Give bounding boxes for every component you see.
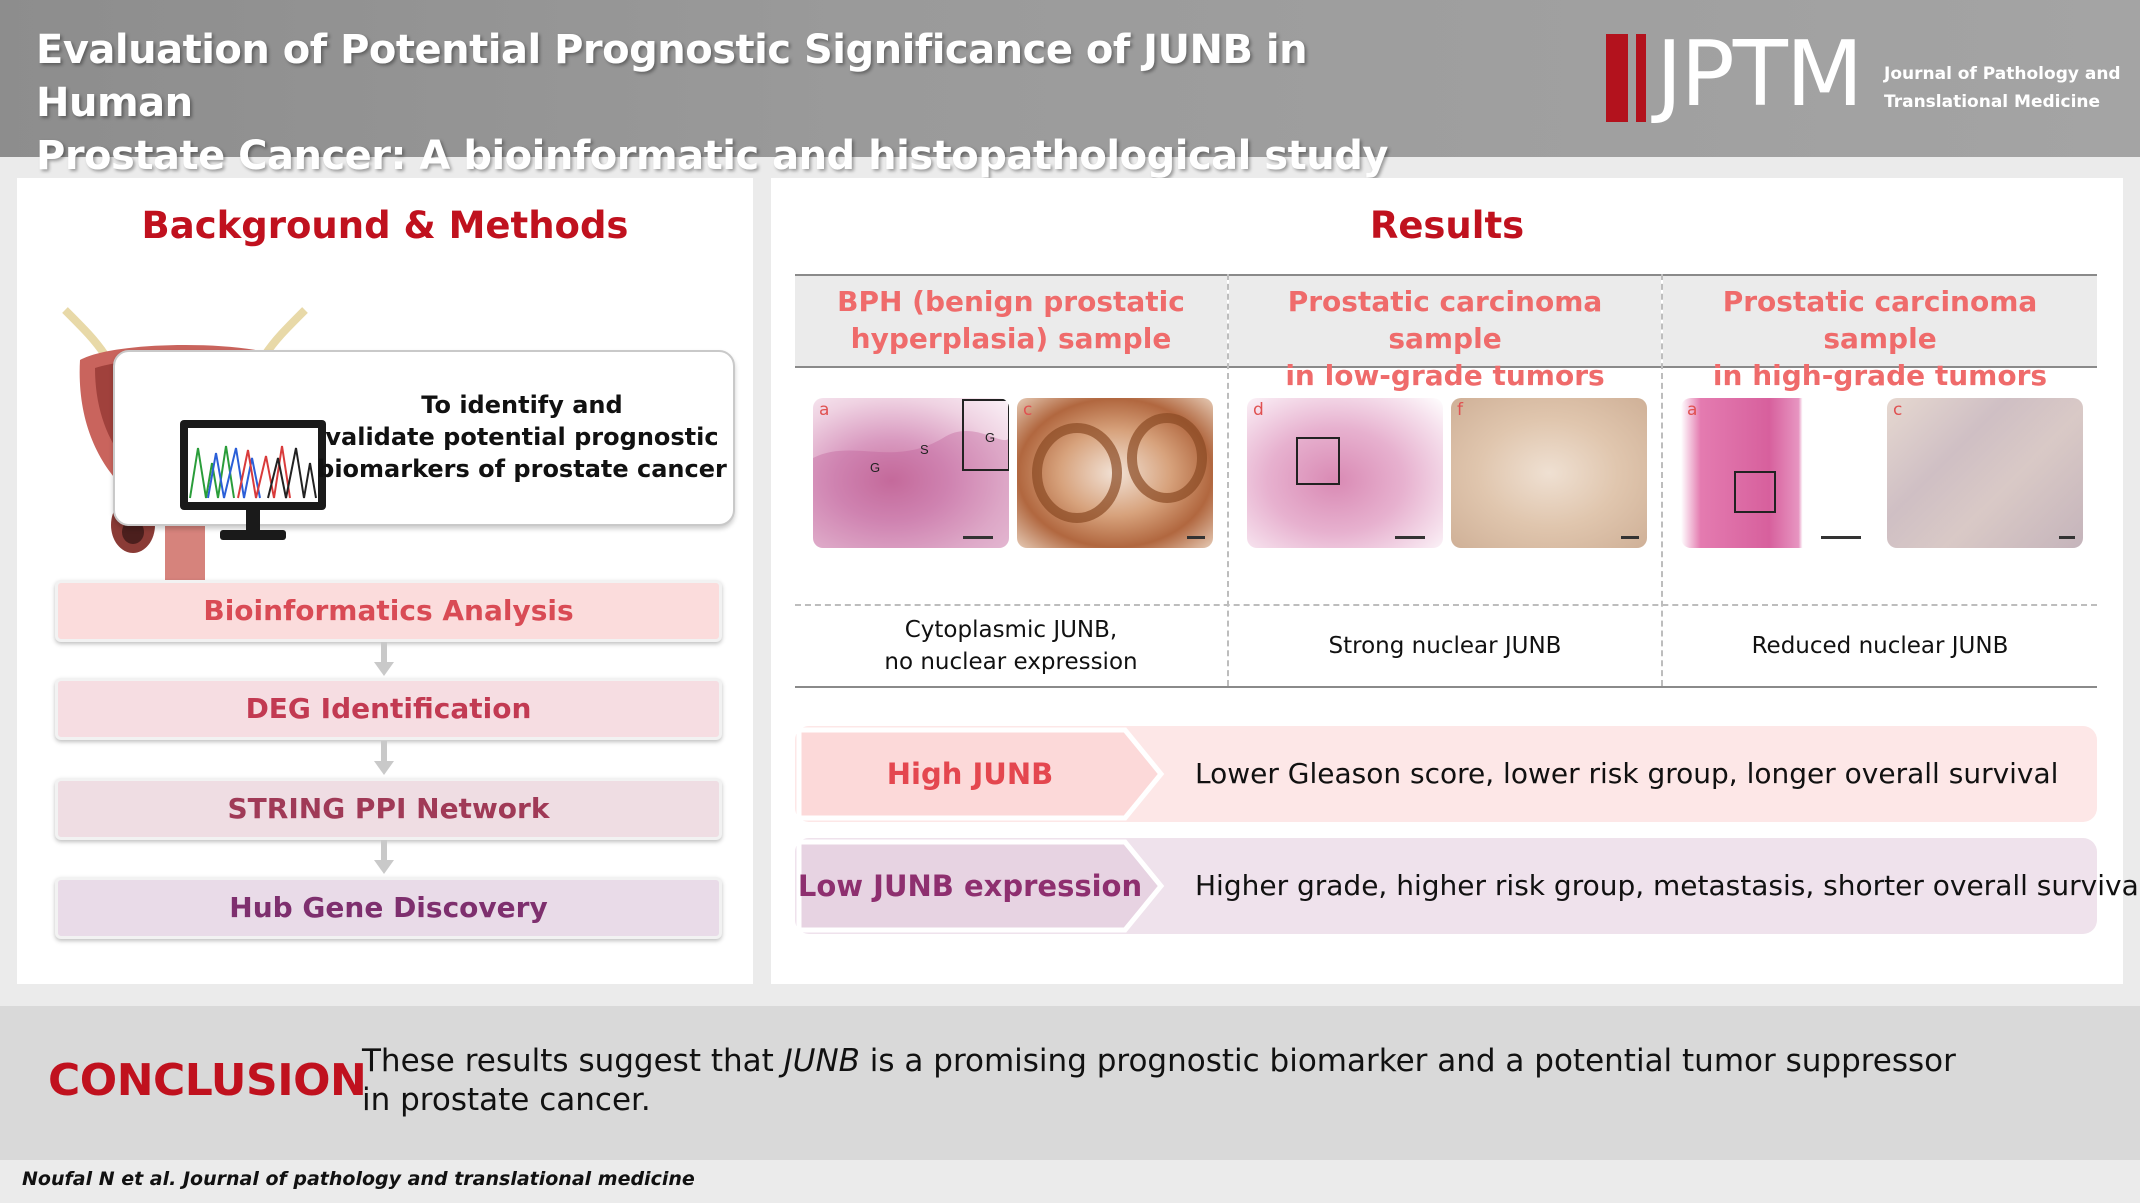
monitor-chromatogram-icon xyxy=(180,420,326,540)
conclusion-text-before: These results suggest that xyxy=(362,1043,784,1079)
micrograph-high-grade-high-mag: c xyxy=(1887,398,2083,548)
column-header-low-grade: Prostatic carcinoma sample in low-grade … xyxy=(1229,274,1661,392)
step-hub-gene-discovery: Hub Gene Discovery xyxy=(55,877,722,939)
title-line-2: Prostate Cancer: A bioinformatic and his… xyxy=(36,133,1388,179)
column-header-line: in high-grade tumors xyxy=(1712,359,2048,392)
micrograph-bph-glands-icon xyxy=(1032,413,1207,523)
conclusion-label: CONCLUSION xyxy=(48,1055,367,1106)
step-bioinformatics-analysis: Bioinformatics Analysis xyxy=(55,580,722,642)
conclusion-text: These results suggest that JUNB is a pro… xyxy=(362,1042,1982,1120)
down-arrow-icon xyxy=(374,840,394,874)
title-line-1: Evaluation of Potential Prognostic Signi… xyxy=(36,27,1308,126)
scale-bar xyxy=(2059,536,2075,539)
conclusion-text-after: is a promising prognostic biomarker and … xyxy=(859,1043,1956,1079)
scale-bar xyxy=(963,536,993,539)
logo-bar-thin xyxy=(1636,34,1646,122)
caption-row: Cytoplasmic JUNB, no nuclear expression … xyxy=(795,604,2097,688)
logo-wordmark: JPTM xyxy=(1656,22,1863,127)
results-title: Results xyxy=(1369,204,1525,247)
high-expression-outcomes: Lower Gleason score, lower risk group, l… xyxy=(1195,757,2059,790)
column-divider xyxy=(1661,274,1663,686)
caption-line: Cytoplasmic JUNB, xyxy=(904,617,1118,643)
low-expression-label-wrap: Low JUNB expression xyxy=(795,838,1165,934)
background-methods-panel: Background & Methods To identify and val… xyxy=(17,178,753,984)
column-divider xyxy=(1227,274,1229,686)
high-expression-label: High JUNB expression xyxy=(881,757,1059,887)
step-deg-identification: DEG Identification xyxy=(55,678,722,740)
panel-label: d xyxy=(1253,400,1264,420)
micrograph-bph-low-mag: a G S G xyxy=(813,398,1009,548)
column-header-line: Prostatic carcinoma sample xyxy=(1287,285,1603,355)
micrograph-low-grade-overlay-icon xyxy=(1296,437,1340,485)
stroma-label: S xyxy=(920,442,929,457)
column-header-line: Prostatic carcinoma sample xyxy=(1722,285,2038,355)
panel-label: c xyxy=(1893,400,1903,420)
jptm-logo: JPTM Journal of Pathology and Translatio… xyxy=(1606,22,2121,127)
caption-line: no nuclear expression xyxy=(884,649,1138,675)
column-header-line: BPH (benign prostatic xyxy=(837,285,1185,318)
logo-journal-name: Journal of Pathology and Translational M… xyxy=(1884,60,2121,116)
scale-bar xyxy=(1621,536,1639,539)
micrograph-bph-high-mag: c xyxy=(1017,398,1213,548)
caption-high-grade: Reduced nuclear JUNB xyxy=(1751,633,2009,659)
goal-line-2: validate potential prognostic xyxy=(325,423,719,451)
goal-line-1: To identify and xyxy=(421,391,623,419)
column-header-line: in low-grade tumors xyxy=(1285,359,1605,392)
gland-label: G xyxy=(870,460,881,475)
high-expression-label-wrap: High JUNB expression xyxy=(795,726,1165,887)
column-header-bph: BPH (benign prostatic hyperplasia) sampl… xyxy=(795,274,1227,368)
micrograph-low-grade-low-mag: d xyxy=(1247,398,1443,548)
panel-label: a xyxy=(819,400,830,420)
citation-footer: Noufal N et al. Journal of pathology and… xyxy=(22,1168,695,1190)
logo-bar xyxy=(1606,34,1628,122)
background-methods-title: Background & Methods xyxy=(141,204,629,247)
logo-sub-line-2: Translational Medicine xyxy=(1884,92,2101,112)
conclusion-line-1: These results suggest that JUNB is a pro… xyxy=(362,1042,1982,1081)
down-arrow-icon xyxy=(374,642,394,676)
goal-line-3: biomarkers of prostate cancer xyxy=(317,455,727,483)
results-table: BPH (benign prostatic hyperplasia) sampl… xyxy=(795,274,2097,688)
low-expression-row: Low JUNB expression Higher grade, higher… xyxy=(795,838,2140,934)
conclusion-line-2: in prostate cancer. xyxy=(362,1082,651,1118)
down-arrow-icon xyxy=(374,741,394,775)
page-title: Evaluation of Potential Prognostic Signi… xyxy=(36,24,1416,183)
high-expression-row: High JUNB expression Lower Gleason score… xyxy=(795,726,2097,887)
low-expression-arrow-tag-icon xyxy=(796,839,1165,933)
column-header-line: hyperplasia) sample xyxy=(850,322,1172,355)
panel-label: a xyxy=(1687,400,1698,420)
micrograph-low-grade-high-mag: f xyxy=(1451,398,1647,548)
step-string-ppi-network: STRING PPI Network xyxy=(55,778,722,840)
gland-label: G xyxy=(985,430,996,445)
micrograph-bph-overlay-icon xyxy=(813,399,1009,548)
panel-label: c xyxy=(1023,400,1033,420)
scale-bar xyxy=(1821,536,1861,539)
conclusion-band xyxy=(0,1006,2140,1160)
panel-label: f xyxy=(1457,400,1463,420)
low-expression-outcomes: Higher grade, higher risk group, metasta… xyxy=(1195,869,2140,902)
scale-bar xyxy=(1395,536,1425,539)
low-expression-label: Low JUNB expression xyxy=(797,869,1143,903)
logo-sub-line-1: Journal of Pathology and xyxy=(1884,64,2121,84)
column-header-high-grade: Prostatic carcinoma sample in high-grade… xyxy=(1663,274,2097,392)
high-expression-arrow-tag-icon xyxy=(796,727,1165,821)
goal-text: To identify and validate potential progn… xyxy=(317,389,727,485)
caption-low-grade: Strong nuclear JUNB xyxy=(1328,633,1562,659)
micrograph-high-grade-overlay-icon xyxy=(1734,471,1776,513)
caption-bph: Cytoplasmic JUNB, no nuclear expression xyxy=(795,606,1227,686)
results-panel: Results BPH (benign prostatic hyperplasi… xyxy=(771,178,2140,984)
micrograph-high-grade-low-mag: a xyxy=(1681,398,1877,548)
header-banner: Evaluation of Potential Prognostic Signi… xyxy=(0,0,2140,179)
conclusion-gene-name: JUNB xyxy=(783,1043,860,1079)
scale-bar xyxy=(1187,536,1205,539)
